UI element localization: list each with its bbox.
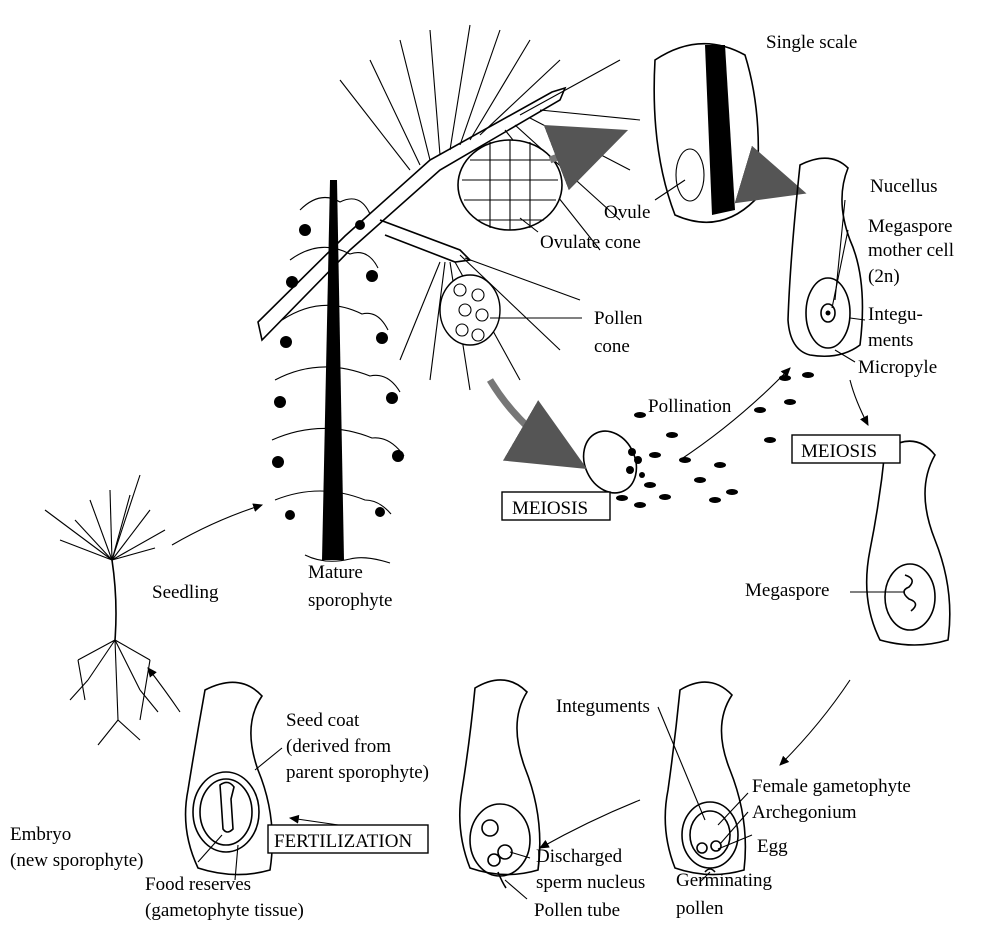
meiosis-left-label: MEIOSIS [512,498,588,519]
mature-sporophyte-label-2: sporophyte [308,590,392,611]
embryo-label-1: Embryo [10,824,71,845]
arrow-to-mature [172,505,262,545]
germinating-pollen-label-1: Germinating [676,870,773,891]
fertilization-label: FERTILIZATION [274,831,412,852]
seed-coat-label-2: (derived from [286,736,391,757]
megaspore-ovule-illustration [867,441,950,645]
arrow-to-scale [550,135,615,160]
pollen-cone-label-2: cone [594,336,630,357]
arrow-to-pollen-sac [490,380,575,462]
single-scale-illustration [654,44,758,223]
ovule-illustration [788,158,862,356]
integuments-bottom-label: Integuments [556,696,650,717]
single-scale-label: Single scale [766,32,857,53]
pollen-cone-illustration [440,275,500,345]
ovulate-cone-label: Ovulate cone [540,232,641,253]
integuments-top-label-1: Integu- [868,304,923,325]
megaspore-mother-cell-label-3: (2n) [868,266,900,287]
arrow-meiosis-right [850,380,868,425]
food-reserves-label-2: (gametophyte tissue) [145,900,304,921]
fertilization-box: FERTILIZATION [268,825,428,853]
leader-megaspore-mother [832,230,848,308]
embryo-label-2: (new sporophyte) [10,850,144,871]
archegonium-label: Archegonium [752,802,857,823]
meiosis-left-box: MEIOSIS [502,492,610,520]
leader-seed-coat [255,748,282,770]
meiosis-right-label: MEIOSIS [801,441,877,462]
leader-micropyle [835,350,855,362]
leader-egg [718,835,752,849]
pollen-cone-label-1: Pollen [594,308,643,329]
mature-sporophyte-illustration [272,180,404,563]
micropyle-label: Micropyle [858,357,937,378]
seed-coat-label-3: parent sporophyte) [286,762,429,783]
pollination-label: Pollination [648,396,732,417]
female-gametophyte-label: Female gametophyte [752,776,911,797]
ovulate-cone-illustration [458,140,562,230]
discharged-sperm-label-2: sperm nucleus [536,872,645,893]
ovule-label: Ovule [604,202,650,223]
mature-sporophyte-label-1: Mature [308,562,363,583]
megaspore-mother-cell-label-1: Megaspore [868,216,952,237]
pollen-sac-illustration [574,422,646,501]
seed-coat-label-1: Seed coat [286,710,360,731]
egg-label: Egg [757,836,788,857]
seedling-illustration [45,475,165,745]
meiosis-right-box: MEIOSIS [792,435,900,463]
arrow-to-gametophyte [780,680,850,765]
leader-integuments-bottom [658,707,705,820]
pollen-tube-label: Pollen tube [534,900,620,921]
megaspore-label: Megaspore [745,580,829,601]
nucellus-label: Nucellus [870,176,938,197]
discharged-sperm-label-1: Discharged [536,846,623,867]
leader-pollen-tube [505,880,527,899]
arrow-to-ovule [745,175,795,190]
germinating-pollen-label-2: pollen [676,898,724,919]
arrow-to-fertilization [540,800,640,848]
seed-illustration [186,682,273,874]
pollen-grains [616,372,814,508]
integuments-top-label-2: ments [868,330,913,351]
seedling-label: Seedling [152,582,219,603]
leader-ovule [655,180,685,200]
food-reserves-label-1: Food reserves [145,874,251,895]
megaspore-mother-cell-label-2: mother cell [868,240,954,261]
female-gametophyte-illustration [665,682,745,874]
